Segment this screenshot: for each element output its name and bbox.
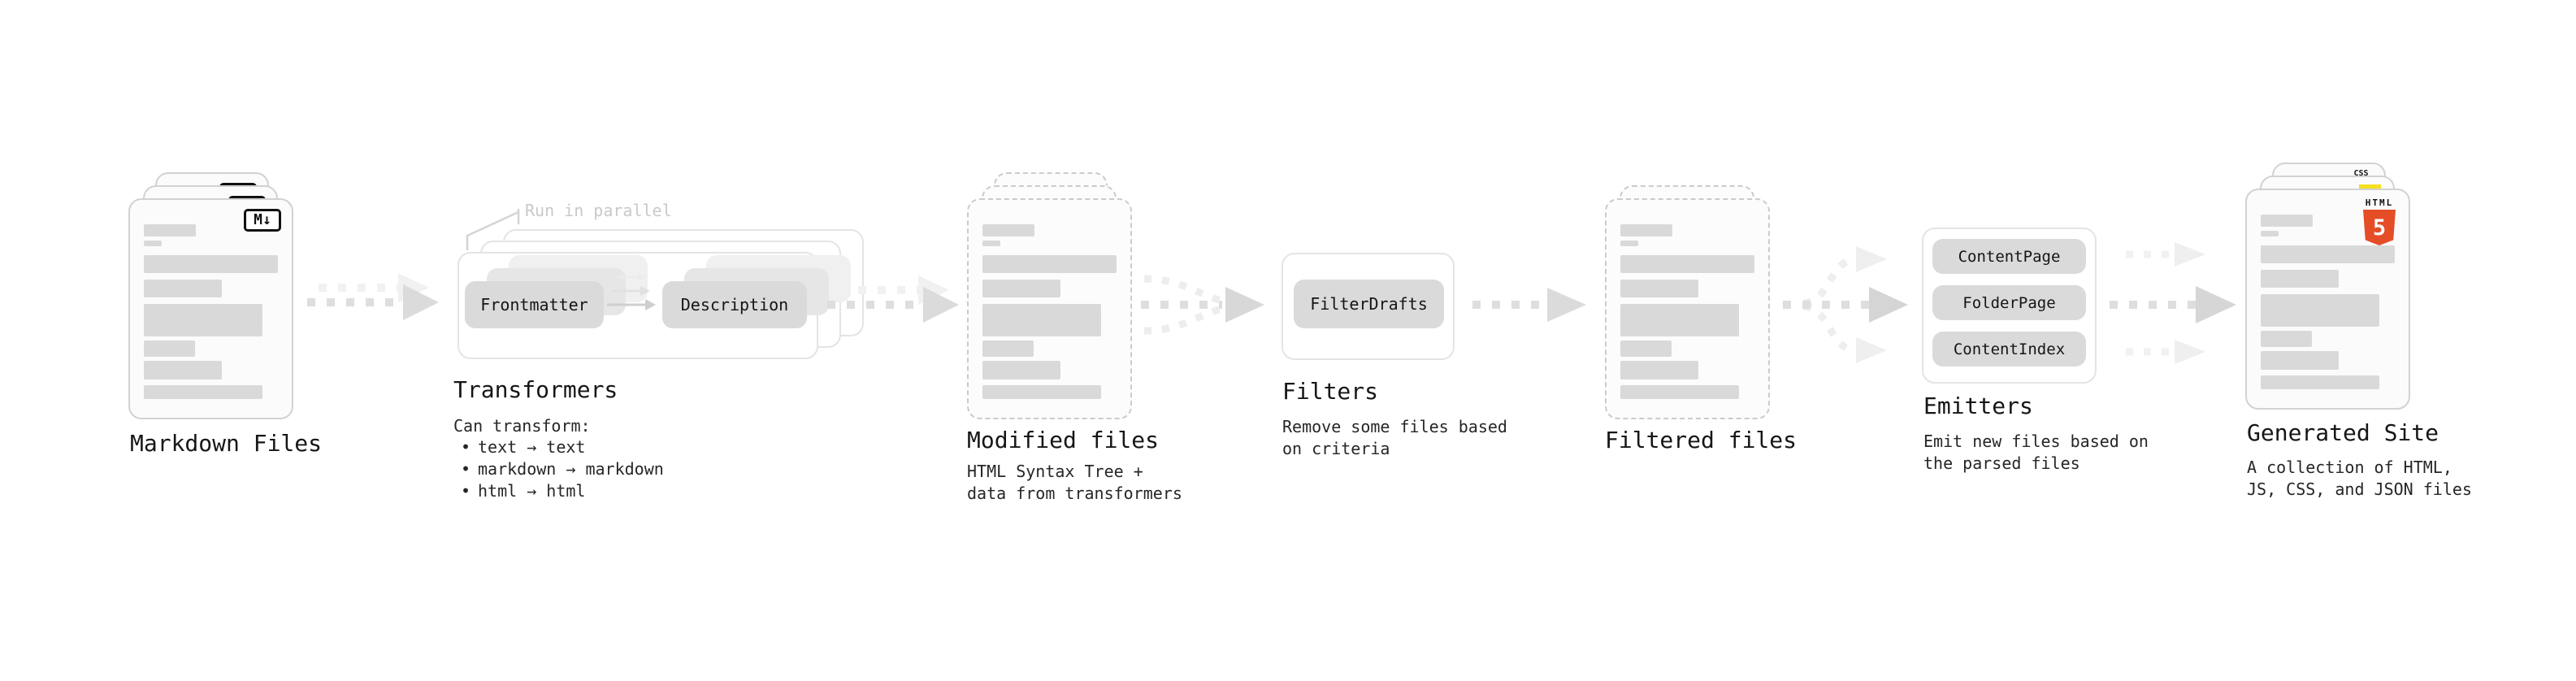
content-bar [144, 224, 196, 236]
document-content-placeholder [144, 224, 278, 399]
arrowhead [923, 287, 959, 323]
flow-arrow-transformers-to-modified [827, 275, 959, 323]
stage-label-filters: Filters [1282, 378, 1379, 405]
content-bar [982, 361, 1060, 380]
stage-label-transformers: Transformers [453, 376, 618, 403]
content-bar [982, 340, 1034, 357]
content-bar [982, 224, 1034, 236]
stage-label-filtered-files: Filtered files [1605, 427, 1798, 453]
flow-arrow-modified-to-filters [1141, 275, 1264, 335]
leader-line [466, 209, 520, 250]
document-card: HTML 5 [2245, 189, 2410, 410]
content-bar [1620, 385, 1739, 399]
content-bar [144, 280, 222, 297]
dashed-curve [1143, 304, 1225, 335]
content-bar [1620, 241, 1638, 246]
content-bar [144, 385, 262, 399]
filters-description: Remove some files based on criteria [1282, 417, 1507, 458]
emitter-box-contentindex: ContentIndex [1932, 332, 2086, 367]
content-bar [144, 255, 278, 273]
document-content-placeholder [1620, 224, 1754, 399]
arrowhead [2175, 242, 2205, 267]
content-bar [2261, 331, 2312, 347]
content-bar [2261, 215, 2313, 227]
content-bar [2261, 294, 2379, 327]
modified-files-description: HTML Syntax Tree + data from transformer… [967, 462, 1182, 503]
arrowhead [639, 273, 648, 281]
flow-arrow-filtered-to-emitters [1783, 246, 1908, 363]
document-content-placeholder [2261, 215, 2395, 389]
run-in-parallel-note: Run in parallel [525, 201, 672, 220]
content-bar [1620, 255, 1754, 273]
arrowhead [640, 286, 650, 296]
stage-label-generated-site: Generated Site [2247, 419, 2439, 446]
content-bar [982, 385, 1101, 399]
stage-label-emitters: Emitters [1923, 393, 2033, 419]
arrowhead [1869, 287, 1908, 323]
content-bar [1620, 224, 1672, 236]
dashed-curve [1143, 275, 1225, 306]
css-icon-label: CSS [2353, 169, 2369, 178]
content-bar [982, 241, 1000, 246]
html5-icon-word: HTML [2365, 197, 2394, 208]
content-bar [144, 340, 195, 357]
content-bar [144, 241, 162, 246]
content-bar [144, 361, 222, 380]
content-bar [982, 304, 1101, 336]
arrowhead [2175, 340, 2205, 364]
flow-arrow-emitters-to-generated [2110, 242, 2236, 364]
transformer-box-description: Description [662, 281, 807, 328]
emitter-box-contentpage: ContentPage [1932, 239, 2086, 274]
arrowhead [2196, 286, 2236, 323]
content-bar [1620, 361, 1698, 380]
content-bar [1620, 280, 1698, 297]
emitter-box-folderpage: FolderPage [1932, 285, 2086, 320]
document-card: M↓ [128, 198, 293, 419]
content-bar [2261, 375, 2379, 389]
transformers-bullet-list: text → text markdown → markdown html → h… [453, 436, 664, 502]
arrowhead [1856, 337, 1887, 363]
content-bar [982, 255, 1117, 273]
arrowhead [1856, 246, 1887, 272]
html5-icon: HTML 5 [2361, 197, 2398, 245]
document-card [967, 198, 1132, 419]
arrowhead [1547, 288, 1586, 322]
content-bar [2261, 351, 2339, 370]
stage-label-markdown-files: Markdown Files [130, 430, 323, 457]
flow-arrow-markdown-to-transformers [307, 273, 439, 320]
stage-label-modified-files: Modified files [967, 427, 1160, 453]
content-bar [1620, 340, 1672, 357]
arrowhead [1225, 287, 1264, 323]
document-content-placeholder [982, 224, 1117, 399]
dashed-curve [1802, 302, 1857, 354]
bullet-item: text → text [453, 436, 664, 458]
content-bar [1620, 304, 1739, 336]
transformer-box-frontmatter: Frontmatter [465, 281, 604, 328]
transformers-desc-title: Can transform: [453, 416, 591, 436]
filter-box-filterdrafts: FilterDrafts [1294, 280, 1444, 328]
arrowhead [645, 299, 656, 310]
dashed-curve [1802, 255, 1857, 307]
bullet-item: markdown → markdown [453, 458, 664, 480]
markdown-icon: M↓ [244, 209, 281, 232]
flow-arrow-filters-to-filtered [1472, 288, 1586, 322]
transform-step-arrows [607, 273, 656, 310]
bullet-item: html → html [453, 480, 664, 502]
arrowhead [403, 284, 439, 320]
content-bar [2261, 270, 2339, 288]
content-bar [2261, 245, 2395, 263]
emitters-description: Emit new files based on the parsed files [1923, 432, 2149, 473]
document-card [1605, 198, 1770, 419]
content-bar [982, 280, 1060, 297]
content-bar [2261, 231, 2279, 236]
html5-icon-number: 5 [2372, 215, 2387, 241]
content-bar [144, 304, 262, 336]
generated-site-description: A collection of HTML, JS, CSS, and JSON … [2247, 458, 2472, 499]
html5-icon-shield: 5 [2363, 210, 2396, 245]
